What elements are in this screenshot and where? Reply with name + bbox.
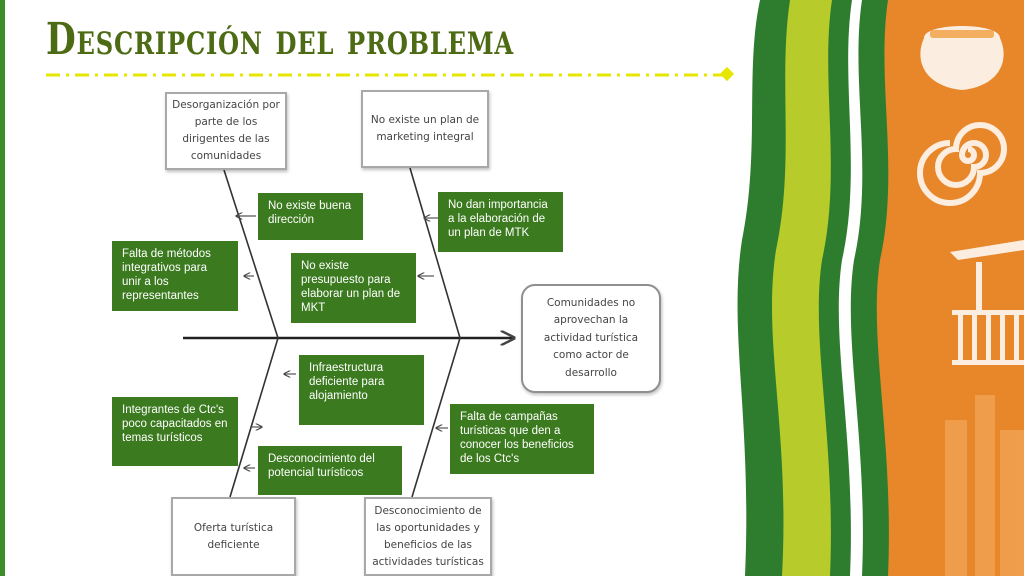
building-blocks — [945, 395, 1024, 576]
diamond-icon — [719, 66, 735, 82]
cause-capacitados: Integrantes de Ctc's poco capacitados en… — [112, 397, 238, 466]
cause-campanas: Falta de campañas turísticas que den a c… — [450, 404, 594, 474]
decorative-side-panel — [737, 0, 1024, 576]
category-marketing: No existe un plan de marketing integral — [361, 90, 489, 168]
cause-infraestructura: Infraestructura deficiente para alojamie… — [299, 355, 424, 425]
slide-title: Descripción del problema — [46, 14, 514, 65]
effect-box: Comunidades no aprovechan la actividad t… — [521, 284, 661, 393]
cause-importancia-mtk: No dan importancia a la elaboración de u… — [438, 192, 563, 252]
bones — [223, 167, 461, 498]
pot-icon — [920, 26, 1004, 90]
cause-potencial: Desconocimiento del potencial turísticos — [258, 446, 402, 495]
cause-presupuesto: No existe presupuesto para elaborar un p… — [291, 253, 416, 323]
left-accent-bar — [0, 0, 5, 576]
category-organizacion: Desorganización por parte de los dirigen… — [165, 92, 287, 170]
fishbone-diagram — [183, 167, 760, 498]
category-desconocimiento: Desconocimiento de las oportunidades y b… — [364, 497, 492, 576]
cause-metodos: Falta de métodos integrativos para unir … — [112, 241, 238, 311]
sub-arrows — [236, 216, 448, 468]
category-oferta: Oferta turística deficiente — [171, 497, 296, 576]
spiral-icon — [917, 122, 1007, 206]
balcony-icon — [950, 240, 1024, 365]
cause-buena-direccion: No existe buena dirección — [258, 193, 363, 240]
title-underline — [46, 66, 735, 82]
